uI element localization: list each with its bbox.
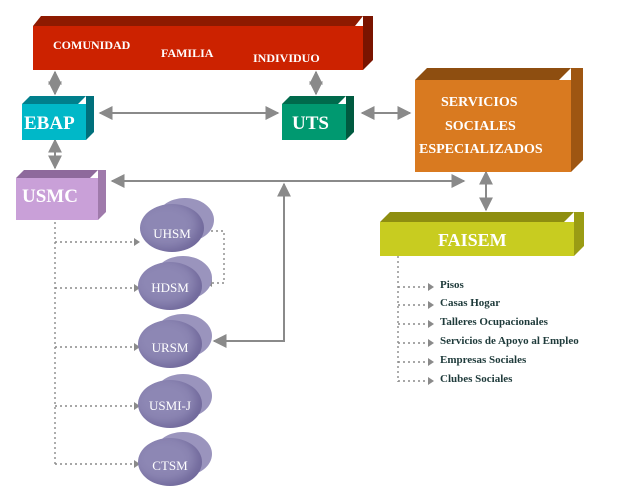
usmc-label: USMC <box>22 186 78 207</box>
faisem-item: Clubes Sociales <box>440 373 513 385</box>
ebap-box: EBAP <box>22 96 94 140</box>
label-familia: FAMILIA <box>161 46 214 60</box>
unit-label: URSM <box>151 340 189 355</box>
faisem-item: Pisos <box>440 279 464 291</box>
unit-label: USMI-J <box>149 398 191 413</box>
ebap-label: EBAP <box>24 113 75 134</box>
unit-hdsm: HDSM <box>138 256 218 312</box>
servicios-line-3: ESPECIALIZADOS <box>419 142 543 157</box>
unit-ursm: URSM <box>138 314 218 370</box>
top-bar: COMUNIDAD FAMILIA INDIVIDUO <box>33 16 373 70</box>
faisem-item: Empresas Sociales <box>440 354 527 366</box>
faisem-item: Talleres Ocupacionales <box>440 316 548 328</box>
unit-label: UHSM <box>153 226 191 241</box>
unit-ctsm: CTSM <box>138 432 218 488</box>
faisem-box: FAISEM <box>380 212 584 256</box>
servicios-box: SERVICIOS SOCIALES ESPECIALIZADOS <box>415 68 583 172</box>
faisem-item: Casas Hogar <box>440 297 501 309</box>
servicios-line-2: SOCIALES <box>445 119 516 134</box>
unit-uhsm: UHSM <box>140 198 220 254</box>
label-comunidad: COMUNIDAD <box>53 38 131 52</box>
servicios-line-1: SERVICIOS <box>441 95 518 110</box>
unit-usmi-j: USMI-J <box>138 374 218 430</box>
faisem-item: Servicios de Apoyo al Empleo <box>440 335 579 347</box>
faisem-label: FAISEM <box>438 230 507 250</box>
unit-label: CTSM <box>152 458 188 473</box>
uts-label: UTS <box>292 113 329 134</box>
unit-label: HDSM <box>151 280 189 295</box>
usmc-box: USMC <box>16 170 106 220</box>
arrow-line-ursm <box>212 182 291 348</box>
uts-box: UTS <box>282 96 354 140</box>
label-individuo: INDIVIDUO <box>253 51 320 65</box>
